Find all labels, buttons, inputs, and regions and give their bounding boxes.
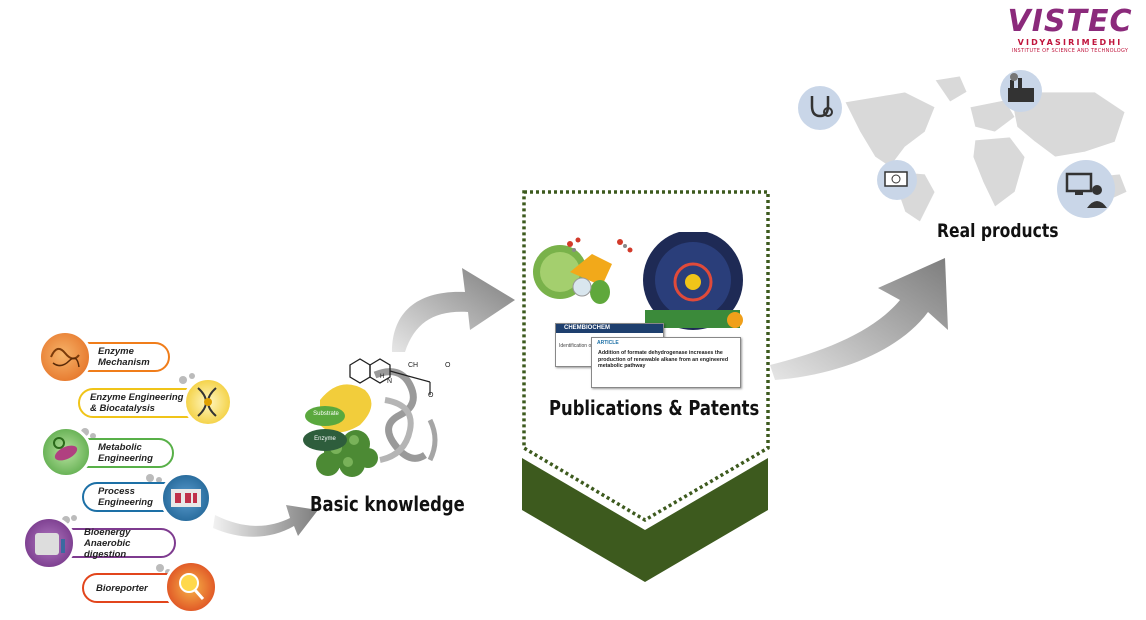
paper2-tag: ARTICLE (597, 340, 619, 346)
bioreactor-icon (160, 472, 212, 524)
world-map (795, 62, 1140, 227)
paper1-journal: CHEMBIOCHEM (556, 324, 663, 333)
chem-label-n: N (387, 378, 393, 385)
gear-icon (189, 373, 195, 379)
digester-icon (22, 516, 76, 570)
gear-icon (156, 564, 164, 572)
vistec-logo: VISTEC VIDYASIRIMEDHI INSTITUTE OF SCIEN… (1000, 6, 1140, 58)
substrate-label: Substrate (313, 411, 339, 417)
area-label-line2: Engineering (98, 497, 153, 508)
basic-knowledge-label: Basic knowledge (310, 492, 465, 516)
area-label-line2: Mechanism (98, 357, 150, 368)
area-bioenergy[interactable]: Bioenergy Anaerobic digestion (54, 526, 176, 560)
enzyme-mechanism-icon (38, 330, 92, 384)
chem-label-o2: O (428, 392, 434, 399)
basic-knowledge-illustration: Substrate Enzyme CH O O H N (290, 340, 470, 520)
dna-icon (183, 377, 233, 427)
stethoscope-icon (798, 86, 842, 130)
gear-icon (90, 433, 96, 439)
chem-label-o: O (445, 362, 451, 369)
logo-subtitle: VIDYASIRIMEDHI (1017, 38, 1123, 47)
area-label-line1: Enzyme Engineering (90, 392, 184, 403)
factory-icon (1000, 70, 1042, 112)
logo-name: VISTEC (1007, 4, 1133, 39)
area-label-line1: Enzyme (98, 346, 134, 357)
arrow-to-publications (392, 268, 515, 352)
arrow-to-real-products (770, 258, 948, 380)
gear-icon (179, 376, 187, 384)
enzyme-structure-graphic (303, 358, 438, 477)
world-map-graphic (844, 75, 1128, 223)
area-label-line1: Process (98, 486, 135, 497)
paper2-title: Addition of formate dehydrogenase increa… (598, 350, 729, 369)
area-label-line2: Anaerobic digestion (84, 537, 131, 560)
bacteria-icon (40, 426, 92, 478)
gear-icon (156, 477, 162, 483)
area-label-line1: Metabolic (98, 442, 142, 453)
gear-icon (146, 474, 154, 482)
computer-user-icon (1057, 160, 1115, 218)
magnifier-icon (164, 560, 218, 614)
money-icon (877, 160, 917, 200)
area-label-line2: & Biocatalysis (90, 403, 155, 414)
logo-tagline: INSTITUTE OF SCIENCE AND TECHNOLOGY (1011, 48, 1129, 54)
journal-cover-art (533, 230, 743, 330)
area-label-line1: Bioreporter (96, 582, 148, 594)
area-label-line1: Bioenergy (84, 526, 131, 538)
research-areas: Enzyme Mechanism Enzyme Engineering & Bi… (0, 320, 240, 620)
chevron-shape (522, 458, 768, 582)
publication-images (530, 230, 750, 342)
area-label-line2: Engineering (98, 453, 153, 464)
publications-label: Publications & Patents (549, 396, 760, 420)
real-products-label: Real products (937, 220, 1059, 242)
arrow-to-basic-knowledge (213, 505, 318, 537)
chem-label-h: H (380, 374, 385, 380)
enzyme-label: Enzyme (314, 436, 336, 442)
chem-label-ch: CH (408, 362, 419, 369)
paper-card-article[interactable]: ARTICLE Addition of formate dehydrogenas… (591, 337, 741, 388)
gear-icon (71, 515, 77, 521)
